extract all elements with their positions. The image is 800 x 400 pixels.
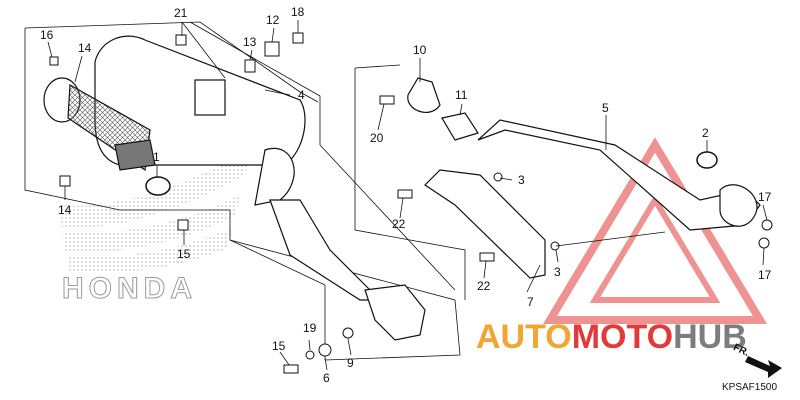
callout-7: 7 bbox=[527, 295, 534, 309]
callout-8: 14 bbox=[78, 41, 92, 55]
callout-1: 1 bbox=[153, 150, 160, 164]
watermark-brand: AUTOMOTOHUB bbox=[476, 318, 747, 357]
watermark-triangle bbox=[542, 137, 768, 324]
fasteners bbox=[49, 32, 773, 374]
callout-5: 5 bbox=[602, 101, 609, 115]
callout-3-lower: 3 bbox=[554, 265, 561, 279]
callout-10: 10 bbox=[413, 43, 427, 57]
callout-6: 6 bbox=[323, 371, 330, 385]
front-direction-arrow bbox=[745, 356, 782, 378]
callout-14-left: 14 bbox=[58, 203, 72, 217]
callout-12: 12 bbox=[266, 13, 280, 27]
gasket-1 bbox=[145, 176, 171, 196]
watermark-part-moto: MOTO bbox=[571, 318, 674, 356]
joint-sleeve bbox=[441, 112, 479, 141]
callout-21: 21 bbox=[174, 6, 188, 20]
honda-wing-logo bbox=[60, 150, 250, 273]
watermark-part-auto: AUTO bbox=[476, 318, 572, 356]
callout-labels: 21 12 18 16 14 13 4 1 14 15 10 11 20 5 2… bbox=[40, 5, 772, 385]
callout-14-right: 15 bbox=[177, 247, 191, 261]
callout-20: 20 bbox=[370, 131, 384, 145]
diagram-code: KPSAF1500 bbox=[722, 382, 778, 393]
exhaust-band bbox=[407, 77, 441, 113]
callout-9: 9 bbox=[347, 356, 354, 370]
callout-22-upper: 22 bbox=[392, 217, 406, 231]
callout-18: 18 bbox=[291, 5, 305, 19]
callout-19: 19 bbox=[303, 321, 317, 335]
callout-4: 4 bbox=[298, 88, 305, 102]
callout-2: 2 bbox=[702, 126, 709, 140]
honda-logo-text: HONDA bbox=[62, 272, 197, 305]
exhaust-protector bbox=[424, 169, 546, 279]
callout-13: 13 bbox=[243, 35, 257, 49]
callout-3-upper: 3 bbox=[518, 173, 525, 187]
callout-11: 11 bbox=[455, 88, 468, 102]
callout-17-upper: 17 bbox=[758, 190, 772, 204]
exhaust-pipe bbox=[477, 119, 761, 231]
callout-15: 15 bbox=[272, 339, 286, 353]
watermark-part-hub: HUB bbox=[673, 318, 747, 356]
callout-22-lower: 22 bbox=[477, 279, 491, 293]
gasket-2 bbox=[696, 151, 718, 169]
leader-lines bbox=[47, 20, 768, 371]
tailpipe-insert bbox=[43, 77, 156, 172]
callout-17-lower: 17 bbox=[758, 268, 772, 282]
callout-16: 16 bbox=[40, 28, 54, 42]
